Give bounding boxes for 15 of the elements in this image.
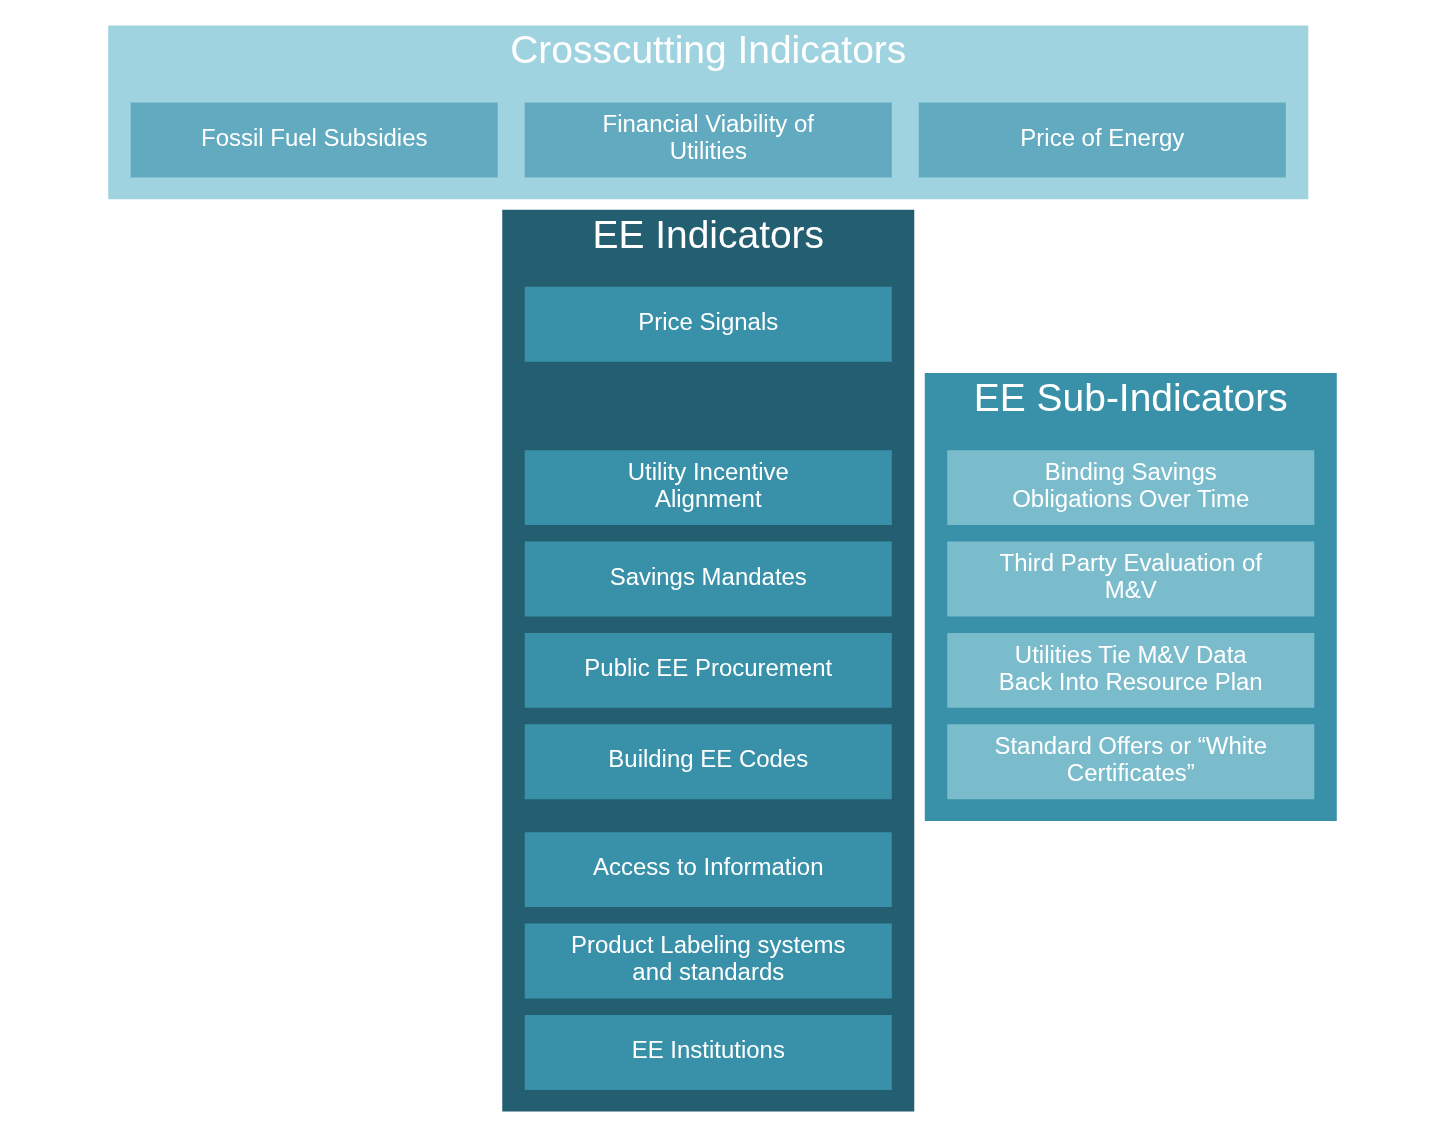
node-box: Utilities Tie M&V Data Back Into Resource Plan [947, 632, 1315, 708]
node-box: Standard Offers or “White Certificates” [947, 724, 1315, 800]
node-box: Savings Mandates [524, 541, 892, 617]
node-box: Access to Information [524, 832, 892, 908]
node-box: Price Signals [524, 286, 892, 362]
node-box: Product Labeling systems and standards [524, 923, 892, 999]
node-box: Public EE Procurement [524, 632, 892, 708]
node-box: EE Institutions [524, 1014, 892, 1090]
node-box: Building EE Codes [524, 724, 892, 800]
node-box: Third Party Evaluation of M&V [947, 541, 1315, 617]
node-box: Fossil Fuel Subsidies [130, 102, 498, 178]
node-box: Price of Energy [918, 102, 1286, 178]
node-box: Binding Savings Obligations Over Time [947, 450, 1315, 526]
node-box: Utility Incentive Alignment [524, 450, 892, 526]
node-box: Financial Viability of Utilities [524, 102, 892, 178]
